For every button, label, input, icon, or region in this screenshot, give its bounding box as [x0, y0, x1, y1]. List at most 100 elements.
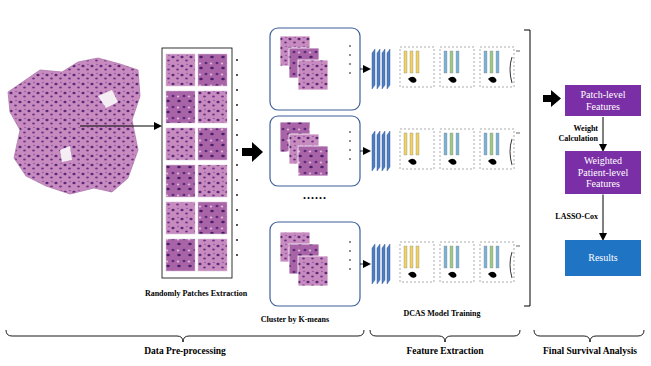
- layer-block: [404, 246, 407, 268]
- patch: [166, 202, 195, 234]
- process-box: Patch-level Features: [565, 85, 641, 116]
- patch: [298, 256, 328, 286]
- dot: [349, 241, 351, 243]
- dot: [349, 45, 351, 47]
- layer-block: [490, 133, 493, 155]
- dot: [349, 149, 351, 151]
- layer-block: [387, 244, 390, 284]
- dot: [236, 194, 238, 196]
- connector: [603, 195, 604, 240]
- dot: [236, 89, 238, 91]
- dashed-group: [480, 47, 514, 87]
- cluster-box: [270, 116, 360, 186]
- dot: [349, 131, 351, 133]
- output-bracket: [510, 139, 512, 165]
- dot: [349, 54, 351, 56]
- layer-block: [444, 246, 447, 268]
- box-text: Weighted Patient-level Features: [569, 155, 637, 190]
- layer-block: [456, 51, 459, 73]
- layer-block: [450, 133, 453, 155]
- node-glyph: [448, 77, 456, 83]
- dot: [236, 59, 238, 61]
- layer-block: [404, 133, 407, 155]
- dashed-group: [440, 129, 474, 169]
- output-bracket: [510, 57, 512, 83]
- patch: [198, 202, 227, 234]
- layer-block: [484, 246, 487, 268]
- dot: [349, 140, 351, 142]
- tissue-gap: [98, 90, 118, 108]
- patch: [166, 239, 195, 271]
- output-line: [516, 246, 520, 247]
- dot: [349, 250, 351, 252]
- layer-block: [382, 244, 385, 284]
- edge-label: LASSO-Cox: [544, 212, 598, 221]
- dot: [236, 149, 238, 151]
- output-line: [516, 51, 520, 52]
- label: Data Pre-processing: [144, 346, 226, 356]
- extract-arrow: [80, 126, 160, 127]
- patch: [298, 60, 328, 90]
- layer-block: [484, 133, 487, 155]
- layer-block: [387, 49, 390, 89]
- dot: [236, 164, 238, 166]
- box-text: Patch-level Features: [569, 89, 637, 112]
- node-glyph: [448, 272, 456, 278]
- dashed-group: [400, 242, 434, 282]
- layer-block: [484, 51, 487, 73]
- patch: [198, 239, 227, 271]
- layer-block: [410, 133, 413, 155]
- label: DCAS Model Training: [403, 310, 480, 319]
- dashed-group: [400, 47, 434, 87]
- dashed-group: [480, 242, 514, 282]
- edge-label: Weight Calculation: [544, 124, 598, 142]
- brace: [6, 330, 364, 342]
- dot: [236, 179, 238, 181]
- dot: [236, 134, 238, 136]
- label: Feature Extraction: [406, 346, 483, 356]
- cluster-box: [270, 28, 360, 110]
- layer-block: [382, 131, 385, 171]
- layer-block: [377, 244, 380, 284]
- label: Cluster by K-means: [261, 316, 329, 325]
- dashed-group: [440, 47, 474, 87]
- label: Randomly Patches Extraction: [145, 290, 247, 299]
- dot: [236, 254, 238, 256]
- arrow: [360, 151, 369, 152]
- node-glyph: [408, 272, 416, 278]
- layer-block: [490, 246, 493, 268]
- patch: [198, 128, 227, 160]
- layer-block: [416, 246, 419, 268]
- dashed-group: [440, 242, 474, 282]
- patch: [166, 128, 195, 160]
- label: Final Survival Analysis: [543, 346, 637, 356]
- dot: [236, 224, 238, 226]
- brace: [534, 330, 644, 342]
- patch: [198, 91, 227, 123]
- dot: [236, 239, 238, 241]
- layer-block: [377, 131, 380, 171]
- layer-block: [456, 133, 459, 155]
- arrow: [360, 69, 369, 70]
- layer-block: [444, 133, 447, 155]
- layer-block: [377, 49, 380, 89]
- output-bracket: [510, 252, 512, 278]
- layer-block: [416, 51, 419, 73]
- layer-block: [496, 133, 499, 155]
- label: ......: [303, 189, 327, 202]
- dot: [349, 268, 351, 270]
- dot: [349, 158, 351, 160]
- dot: [236, 104, 238, 106]
- patch: [298, 146, 328, 176]
- arrow: [360, 264, 369, 265]
- layer-block: [450, 51, 453, 73]
- connector: [603, 117, 604, 150]
- patch: [198, 165, 227, 197]
- bracket: [524, 30, 530, 306]
- layer-block: [450, 246, 453, 268]
- patch: [166, 54, 195, 86]
- patch: [166, 165, 195, 197]
- dot: [349, 259, 351, 261]
